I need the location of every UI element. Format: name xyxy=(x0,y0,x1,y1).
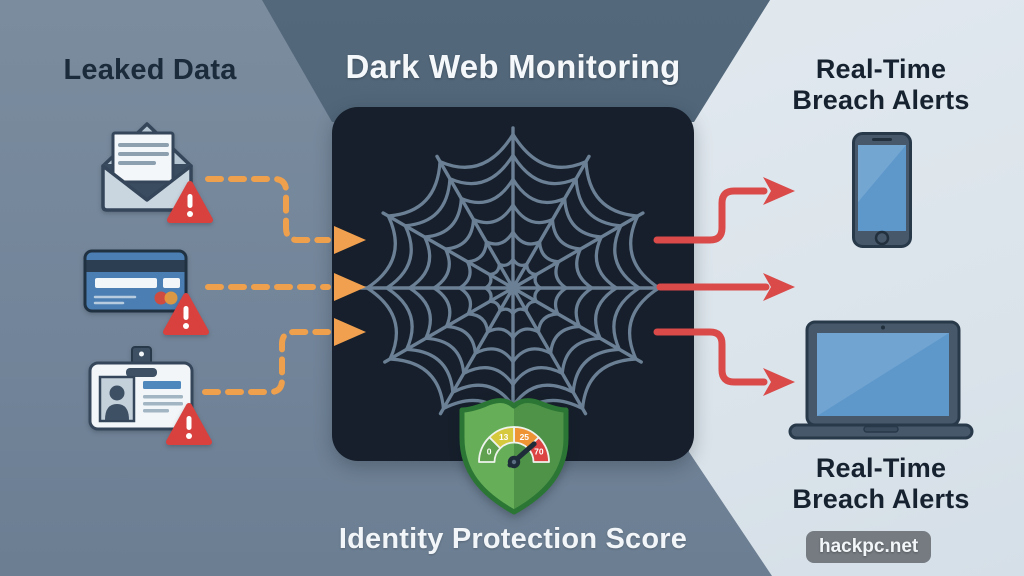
breach-alerts-line1: Real-Time xyxy=(815,54,947,84)
phone-speaker xyxy=(872,138,892,141)
spider-web-icon xyxy=(359,126,667,432)
gauge-labels: 0 13 25 70 xyxy=(487,432,544,457)
warning-triangle-icon xyxy=(167,181,213,223)
badge-photo-body xyxy=(105,404,129,420)
laptop-camera xyxy=(881,325,885,330)
gauge-label: 70 xyxy=(534,447,544,457)
leaked-data-title: Leaked Data xyxy=(63,54,237,86)
dark-web-title: Dark Web Monitoring xyxy=(345,48,681,85)
envelope-alert-icon xyxy=(101,122,193,212)
breach-alerts-title-bottom: Real-Time Breach Alerts xyxy=(761,453,1001,515)
card-circle-orange xyxy=(164,291,178,305)
phone-home-button xyxy=(874,230,890,246)
protection-shield-icon: 0 13 25 70 xyxy=(459,398,569,515)
breach-alerts-title-top: Real-Time Breach Alerts xyxy=(761,54,1001,116)
card-lines xyxy=(93,295,137,305)
gauge-label: 0 xyxy=(487,447,492,457)
warning-triangle-icon xyxy=(166,403,212,445)
id-badge-alert-icon xyxy=(88,346,194,431)
dark-web-panel xyxy=(332,107,694,461)
breach-alerts-line2: Breach Alerts xyxy=(792,85,970,115)
credit-card-alert-icon xyxy=(83,249,188,313)
letter-lines xyxy=(118,143,169,165)
gauge-label: 13 xyxy=(499,432,509,442)
laptop-icon xyxy=(788,320,974,440)
laptop-screen xyxy=(817,333,949,416)
phone-screen xyxy=(858,145,906,231)
watermark-badge: hackpc.net xyxy=(806,531,932,563)
laptop-notch xyxy=(863,425,899,433)
smartphone-icon xyxy=(852,132,912,248)
card-circle-red xyxy=(154,291,168,305)
warning-triangle-icon xyxy=(163,293,209,335)
identity-score-caption: Identity Protection Score xyxy=(338,523,688,555)
gauge-label: 25 xyxy=(520,432,530,442)
badge-photo-head xyxy=(109,385,125,401)
breach-alerts-line2: Breach Alerts xyxy=(792,484,970,514)
badge-lines xyxy=(143,395,183,413)
breach-alerts-line1: Real-Time xyxy=(815,453,947,483)
